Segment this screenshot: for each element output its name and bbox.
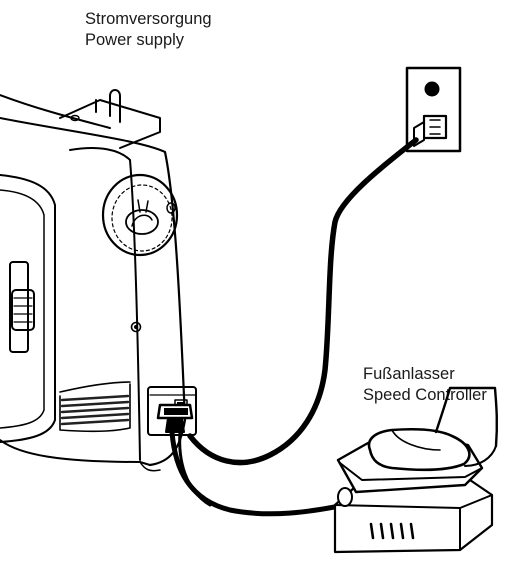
- machine-socket-icon: [158, 405, 192, 432]
- power-cord: [190, 140, 416, 463]
- sewing-machine: [0, 90, 196, 471]
- vent-grille: [60, 382, 130, 431]
- speed-controller-pedal: [335, 388, 497, 552]
